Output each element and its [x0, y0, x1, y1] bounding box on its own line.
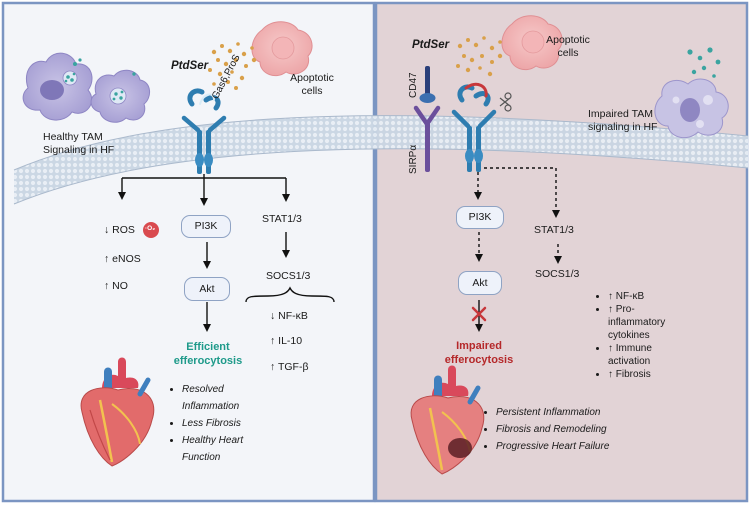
- left-heart-illustration: [80, 357, 155, 467]
- list-item: cytokines: [608, 330, 650, 341]
- list-item: Less Fibrosis: [182, 415, 243, 432]
- left-outcomes-list: Resolved Inflammation Less Fibrosis Heal…: [170, 381, 243, 466]
- right-tam-receptor: [451, 82, 497, 172]
- list-item: activation: [608, 356, 651, 367]
- cd47-sirpa-complex: [413, 66, 441, 172]
- ros-label: ↓ ROS: [104, 224, 135, 236]
- right-stat-label: STAT1/3: [534, 224, 574, 236]
- blocked-x-icon: [471, 306, 487, 322]
- superoxide-label: ·O₂: [145, 225, 156, 232]
- left-arrows: [118, 174, 335, 332]
- list-item: Fibrosis and Remodeling: [496, 421, 609, 438]
- right-arrows: [474, 167, 562, 332]
- cd47-label: CD47: [408, 72, 419, 98]
- list-item: ↑ NF-κB: [608, 290, 665, 303]
- tgfb-label: ↑ TGF-β: [270, 361, 309, 373]
- list-item: ↑ Immune: [608, 342, 665, 355]
- left-tam-receptor: [181, 88, 227, 174]
- no-label: ↑ NO: [104, 280, 128, 292]
- right-heart-illustration: [410, 365, 485, 475]
- nfkb-down-label: ↓ NF-κB: [270, 310, 308, 322]
- list-item: Healthy Heart: [182, 432, 243, 449]
- il10-label: ↑ IL-10: [270, 335, 303, 347]
- list-item: ↑ Pro-: [608, 303, 665, 316]
- enos-label: ↑ eNOS: [104, 253, 141, 265]
- right-ptdser-label: PtdSer: [412, 39, 450, 51]
- left-apoptotic-cell: [251, 21, 313, 77]
- right-ptdser-dots: [456, 36, 503, 77]
- right-akt-node: Akt: [458, 271, 502, 295]
- list-item: Persistent Inflammation: [496, 404, 609, 421]
- left-socs-label: SOCS1/3: [266, 270, 311, 282]
- left-ptdser-label: PtdSer: [171, 60, 209, 72]
- impaired-macrophage: [654, 47, 729, 139]
- right-pi3k-node: PI3K: [456, 206, 504, 229]
- list-item: Inflammation: [182, 401, 240, 412]
- right-effects-list: ↑ NF-κB ↑ Pro- inflammatory cytokines ↑ …: [596, 290, 665, 381]
- healthy-macrophage-2: [90, 69, 150, 123]
- right-outcomes-list: Persistent Inflammation Fibrosis and Rem…: [484, 404, 609, 455]
- left-akt-node: Akt: [184, 277, 230, 301]
- list-item: inflammatory: [608, 317, 666, 328]
- sirpa-label: SIRPα: [408, 144, 419, 174]
- left-ptdser-dots: [208, 42, 257, 90]
- list-item: Function: [182, 452, 221, 463]
- right-socs-label: SOCS1/3: [535, 268, 580, 280]
- left-pi3k-node: PI3K: [181, 215, 231, 238]
- list-item: Resolved: [182, 381, 243, 398]
- left-stat-label: STAT1/3: [262, 213, 302, 225]
- healthy-macrophage-1: [22, 52, 93, 121]
- right-apoptotic-cell: [501, 15, 563, 71]
- list-item: Progressive Heart Failure: [496, 438, 609, 455]
- superoxide-icon: [143, 222, 159, 238]
- list-item: ↑ Fibrosis: [608, 368, 665, 381]
- scissors-icon: [499, 92, 512, 112]
